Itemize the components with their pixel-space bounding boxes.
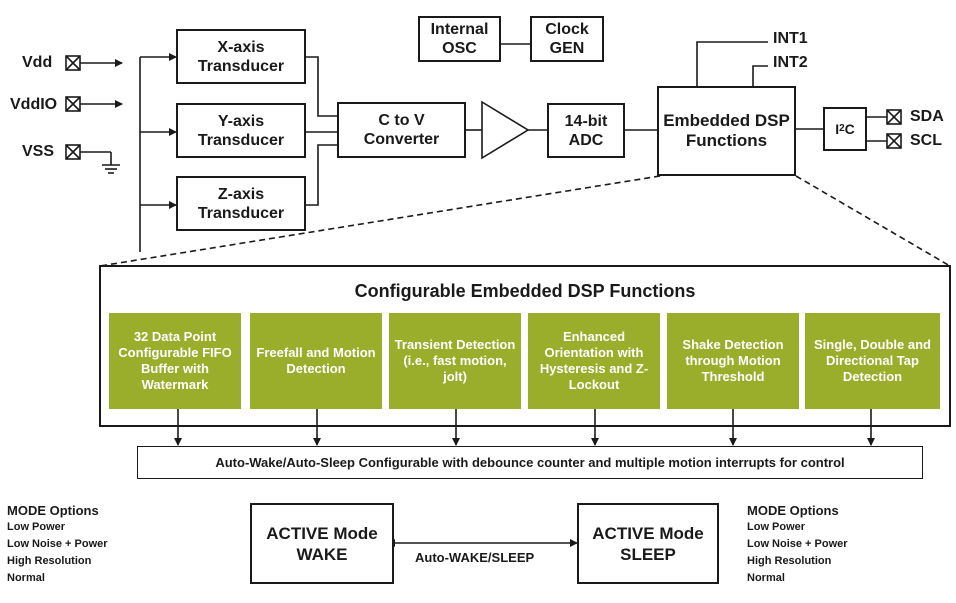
auto-wake-sleep-bar: Auto-Wake/Auto-Sleep Configurable with d… [137,446,923,479]
function-tap-detection: Single, Double and Directional Tap Detec… [805,313,940,409]
scl-label: SCL [910,132,942,149]
function-shake-detection: Shake Detection through Motion Threshold [667,313,799,409]
vddio-label: VddIO [10,96,58,113]
vdd-label: Vdd [22,54,53,71]
right-mode-option: Low Noise + Power [747,538,848,550]
clock-gen-block: Clock GEN [530,16,604,62]
vdd-pin-symbol [65,55,81,71]
vddio-pin-symbol [65,96,81,112]
function-transient-detection: Transient Detection (i.e., fast motion, … [389,313,521,409]
vss-pin-symbol [65,144,81,160]
right-mode-option: Normal [747,572,785,584]
right-mode-options-title: MODE Options [747,503,839,518]
z-axis-transducer-block: Z-axis Transducer [176,176,306,231]
left-mode-options-title: MODE Options [7,503,99,518]
left-mode-option: Normal [7,572,45,584]
function-orientation: Enhanced Orientation with Hysteresis and… [528,313,660,409]
int2-label: INT2 [773,54,808,71]
c-to-v-converter-block: C to V Converter [337,102,466,158]
scl-pin-symbol [886,133,902,149]
internal-osc-block: Internal OSC [418,16,501,62]
left-mode-option: Low Power [7,521,66,533]
function-arrows [174,409,875,446]
left-mode-options: MODE Options Low Power Low Noise + Power… [7,503,108,587]
i2c-label-main: I [835,120,840,137]
vss-label: VSS [22,143,55,160]
y-axis-transducer-block: Y-axis Transducer [176,103,306,158]
x-axis-transducer-block: X-axis Transducer [176,29,306,84]
sda-pin-symbol [886,109,902,125]
right-mode-option: High Resolution [747,555,832,567]
int1-label: INT1 [773,30,808,47]
function-fifo-buffer: 32 Data Point Configurable FIFO Buffer w… [109,313,241,409]
wake-sleep-transition-label: Auto-WAKE/SLEEP [415,550,535,565]
active-mode-sleep-block: ACTIVE Mode SLEEP [577,503,719,584]
sda-label: SDA [910,108,944,125]
right-mode-option: Low Power [747,521,806,533]
dsp-panel-title: Configurable Embedded DSP Functions [354,281,696,301]
embedded-dsp-block: Embedded DSP Functions [657,86,796,176]
adc-block: 14-bit ADC [547,103,625,158]
active-mode-wake-block: ACTIVE Mode WAKE [250,503,394,584]
left-mode-option: High Resolution [7,555,92,567]
left-mode-option: Low Noise + Power [7,538,108,550]
right-mode-options: MODE Options Low Power Low Noise + Power… [747,503,848,587]
i2c-label-tail: C [844,120,855,137]
function-freefall-motion: Freefall and Motion Detection [250,313,382,409]
